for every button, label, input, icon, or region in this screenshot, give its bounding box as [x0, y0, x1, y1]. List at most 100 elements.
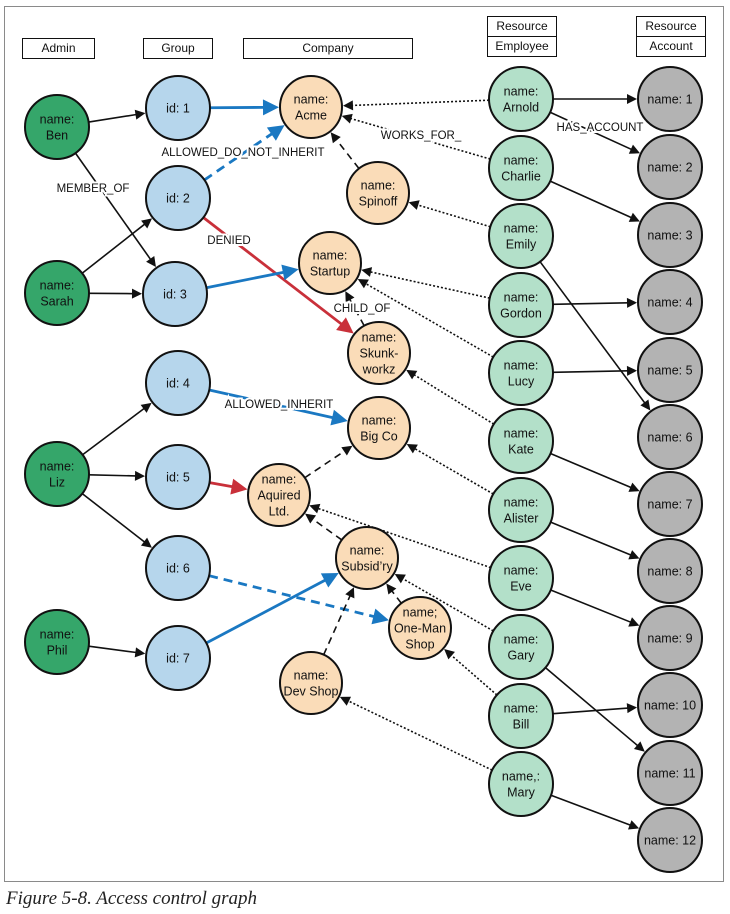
node-company-subsidry: name: Subsid’ry — [335, 526, 399, 590]
node-label: name: 1 — [647, 93, 692, 107]
node-circle — [488, 683, 554, 749]
node-circle — [145, 165, 211, 231]
edge-has-account-emily-to-a6 — [539, 261, 651, 411]
edge-has-account-lucy-to-a5 — [552, 365, 638, 376]
node-label: name: — [262, 473, 297, 487]
node-label: id: 7 — [166, 652, 190, 666]
edge-line — [317, 507, 491, 569]
node-label: Charlie — [501, 170, 541, 184]
edge-denied-g5-to-aquired — [209, 478, 248, 495]
node-label: Dev Shop — [284, 685, 339, 699]
node-employee-arnold: name:Arnold — [488, 66, 554, 132]
edge-line — [208, 388, 334, 420]
edge-works-for-gordon-to-startup — [361, 267, 490, 299]
edge-member-of-phil-to-g7 — [88, 645, 146, 658]
edge-label-child-of: CHILD_OF — [334, 303, 391, 315]
node-circle — [347, 321, 411, 385]
node-label: workz — [362, 363, 396, 377]
column-header-label: Company — [302, 41, 354, 55]
node-circle — [279, 75, 343, 139]
edge-line — [203, 132, 274, 182]
edge-line — [417, 204, 491, 228]
arrowhead-icon — [341, 113, 353, 124]
node-group-g2: id: 2 — [145, 165, 211, 231]
node-label: name: — [294, 93, 329, 107]
edge-allowed-do-not-inherit-g2-to-acme — [203, 125, 285, 182]
edge-label-allowed-inherit: ALLOWED_INHERIT — [225, 399, 334, 411]
node-label: id: 1 — [166, 102, 190, 116]
arrowhead-icon — [628, 482, 640, 492]
node-circle — [488, 545, 554, 611]
node-account-a5: name: 5 — [637, 337, 703, 403]
edge-child-of-aquired-to-bigco — [304, 445, 353, 479]
node-label: name: — [40, 628, 75, 642]
edge-line — [209, 481, 233, 489]
node-label: Lucy — [508, 375, 535, 389]
node-label: name: — [40, 460, 75, 474]
node-circle — [24, 441, 90, 507]
edge-works-for-lucy-to-startup — [357, 278, 494, 358]
node-circle — [488, 614, 554, 680]
edge-has-account-gordon-to-a4 — [552, 297, 638, 308]
node-group-g5: id: 5 — [145, 444, 211, 510]
node-circle — [488, 477, 554, 543]
arrowhead-icon — [345, 587, 355, 599]
node-employee-gordon: name: Gordon — [488, 272, 554, 338]
node-account-a3: name: 3 — [637, 202, 703, 268]
edge-line — [450, 654, 498, 696]
edge-line — [205, 578, 327, 645]
edge-works-for-kate-to-skunkworkz — [406, 369, 495, 425]
edge-line — [544, 667, 639, 747]
node-label: name: — [504, 359, 539, 373]
edge-line — [550, 521, 632, 556]
node-circle — [298, 231, 362, 295]
node-label: name: — [350, 544, 385, 558]
node-label: Spinoff — [359, 195, 398, 209]
edge-line — [549, 111, 633, 151]
edge-member-of-sarah-to-g2 — [81, 218, 153, 274]
edge-member-of-sarah-to-g3 — [88, 288, 143, 299]
node-label: Gordon — [500, 307, 542, 321]
arrowhead-icon — [628, 617, 640, 627]
arrowhead-icon — [281, 264, 299, 281]
node-label: id: 3 — [163, 288, 187, 302]
node-label: Eve — [510, 580, 532, 594]
node-group-g3: id: 3 — [142, 261, 208, 327]
node-admin-ben: name:Ben — [24, 94, 90, 160]
arrowhead-icon — [633, 741, 645, 752]
node-circle — [335, 526, 399, 590]
node-label: name: — [504, 633, 539, 647]
node-label: id: 4 — [166, 377, 190, 391]
node-label: Sarah — [40, 295, 73, 309]
node-circle — [637, 538, 703, 604]
node-account-a12: name: 12 — [637, 807, 703, 873]
node-circle — [488, 272, 554, 338]
node-circle — [488, 66, 554, 132]
node-label: Subsid’ry — [341, 560, 393, 574]
edge-has-account-alister-to-a8 — [550, 521, 640, 560]
edge-has-account-bill-to-a10 — [552, 703, 638, 715]
node-group-g7: id: 7 — [145, 625, 211, 691]
node-circle — [279, 651, 343, 715]
edge-label-member-of: MEMBER_OF — [57, 183, 130, 195]
edge-works-for-alister-to-bigco — [406, 444, 494, 495]
node-account-a2: name: 2 — [637, 134, 703, 200]
node-label: name: — [504, 564, 539, 578]
node-circle — [346, 161, 410, 225]
node-label: Ltd. — [269, 505, 290, 519]
arrowhead-icon — [626, 703, 638, 714]
edge-line — [550, 452, 632, 489]
arrowhead-icon — [361, 267, 373, 277]
node-circle — [488, 340, 554, 406]
node-circle — [24, 260, 90, 326]
node-label: name,: — [502, 770, 540, 784]
node-label: Acme — [295, 109, 327, 123]
node-label: id: 5 — [166, 471, 190, 485]
column-header-group: Group — [143, 38, 213, 59]
edge-line — [413, 373, 495, 425]
arrowhead-icon — [305, 513, 317, 524]
arrowhead-icon — [266, 125, 285, 141]
node-label: name: 10 — [644, 699, 696, 713]
node-label: name: — [504, 291, 539, 305]
